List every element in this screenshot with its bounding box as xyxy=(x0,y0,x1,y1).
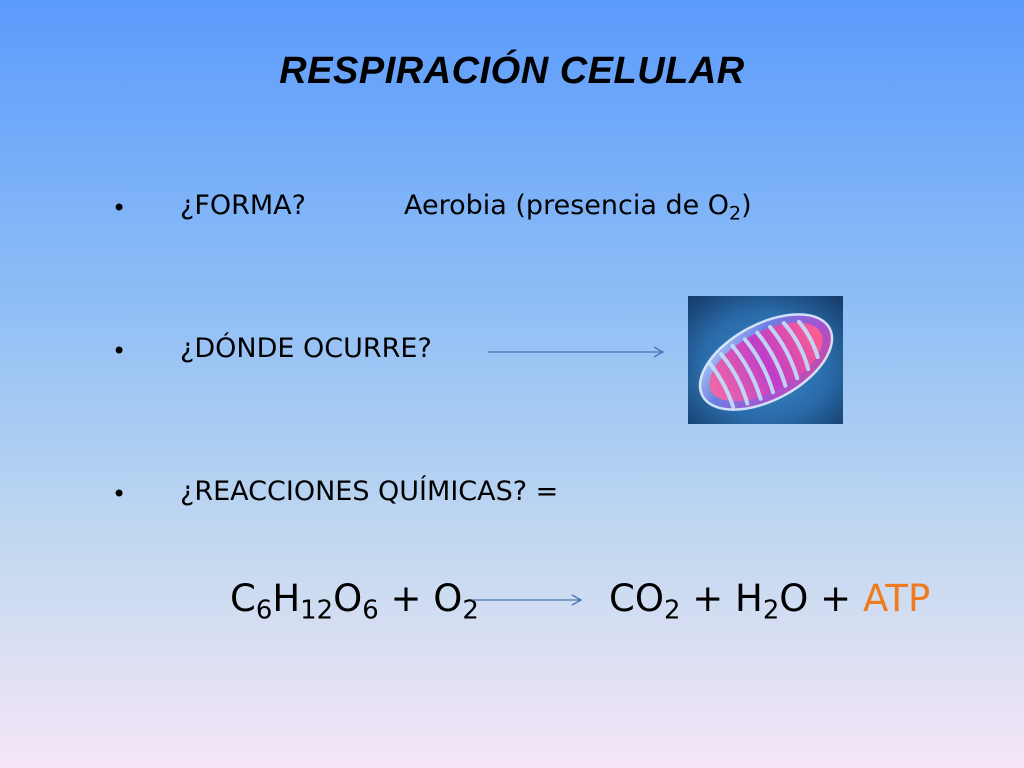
answer-suffix: ) xyxy=(741,190,752,221)
product-co-sub: 2 xyxy=(663,595,681,626)
bullet-question-forma: ¿FORMA? xyxy=(180,190,306,221)
equation-reactants: C6H12O6 + O2 xyxy=(230,577,479,623)
product-co: CO xyxy=(609,577,664,620)
reactant-o2-sub: 2 xyxy=(462,595,479,626)
mitochondrion-image xyxy=(688,296,843,424)
bullet-forma: • ¿FORMA? Aerobia (presencia de O2) xyxy=(0,190,1024,240)
reactant-o: O xyxy=(333,577,363,620)
reactant-plus: + xyxy=(378,577,434,620)
product-h-sub: 2 xyxy=(762,595,780,626)
mitochondrion-drawing xyxy=(688,296,843,424)
slide-title: RESPIRACIÓN CELULAR xyxy=(279,50,745,92)
bullet-question-donde: ¿DÓNDE OCURRE? xyxy=(180,333,432,364)
reactant-h-sub: 12 xyxy=(300,595,334,626)
bullet-marker: • xyxy=(112,480,127,508)
reaction-arrow-icon xyxy=(472,594,583,606)
reactant-o-sub: 6 xyxy=(362,595,379,626)
product-plus-1: + xyxy=(680,577,735,620)
product-h: H xyxy=(734,577,763,620)
answer-prefix: Aerobia (presencia de O xyxy=(404,190,730,221)
bullet-donde: • ¿DÓNDE OCURRE? xyxy=(0,333,1024,383)
bullet-marker: • xyxy=(112,337,127,365)
answer-subscript: 2 xyxy=(729,202,742,225)
reactant-c-sub: 6 xyxy=(255,595,273,626)
product-atp: ATP xyxy=(862,577,931,620)
product-o: O xyxy=(779,577,809,620)
bullet-answer-forma: Aerobia (presencia de O2) xyxy=(404,190,752,225)
bullet-marker: • xyxy=(112,194,127,222)
right-arrow-icon xyxy=(488,346,665,358)
reactant-o2: O xyxy=(433,577,463,620)
reactant-c: C xyxy=(230,577,256,620)
bullet-reacciones: • ¿REACCIONES QUÍMICAS? = xyxy=(0,476,1024,526)
equation-products: CO2 + H2O + ATP xyxy=(609,577,931,623)
bullet-question-reacciones: ¿REACCIONES QUÍMICAS? = xyxy=(180,476,559,507)
product-plus-2: + xyxy=(808,577,863,620)
reactant-h: H xyxy=(272,577,301,620)
